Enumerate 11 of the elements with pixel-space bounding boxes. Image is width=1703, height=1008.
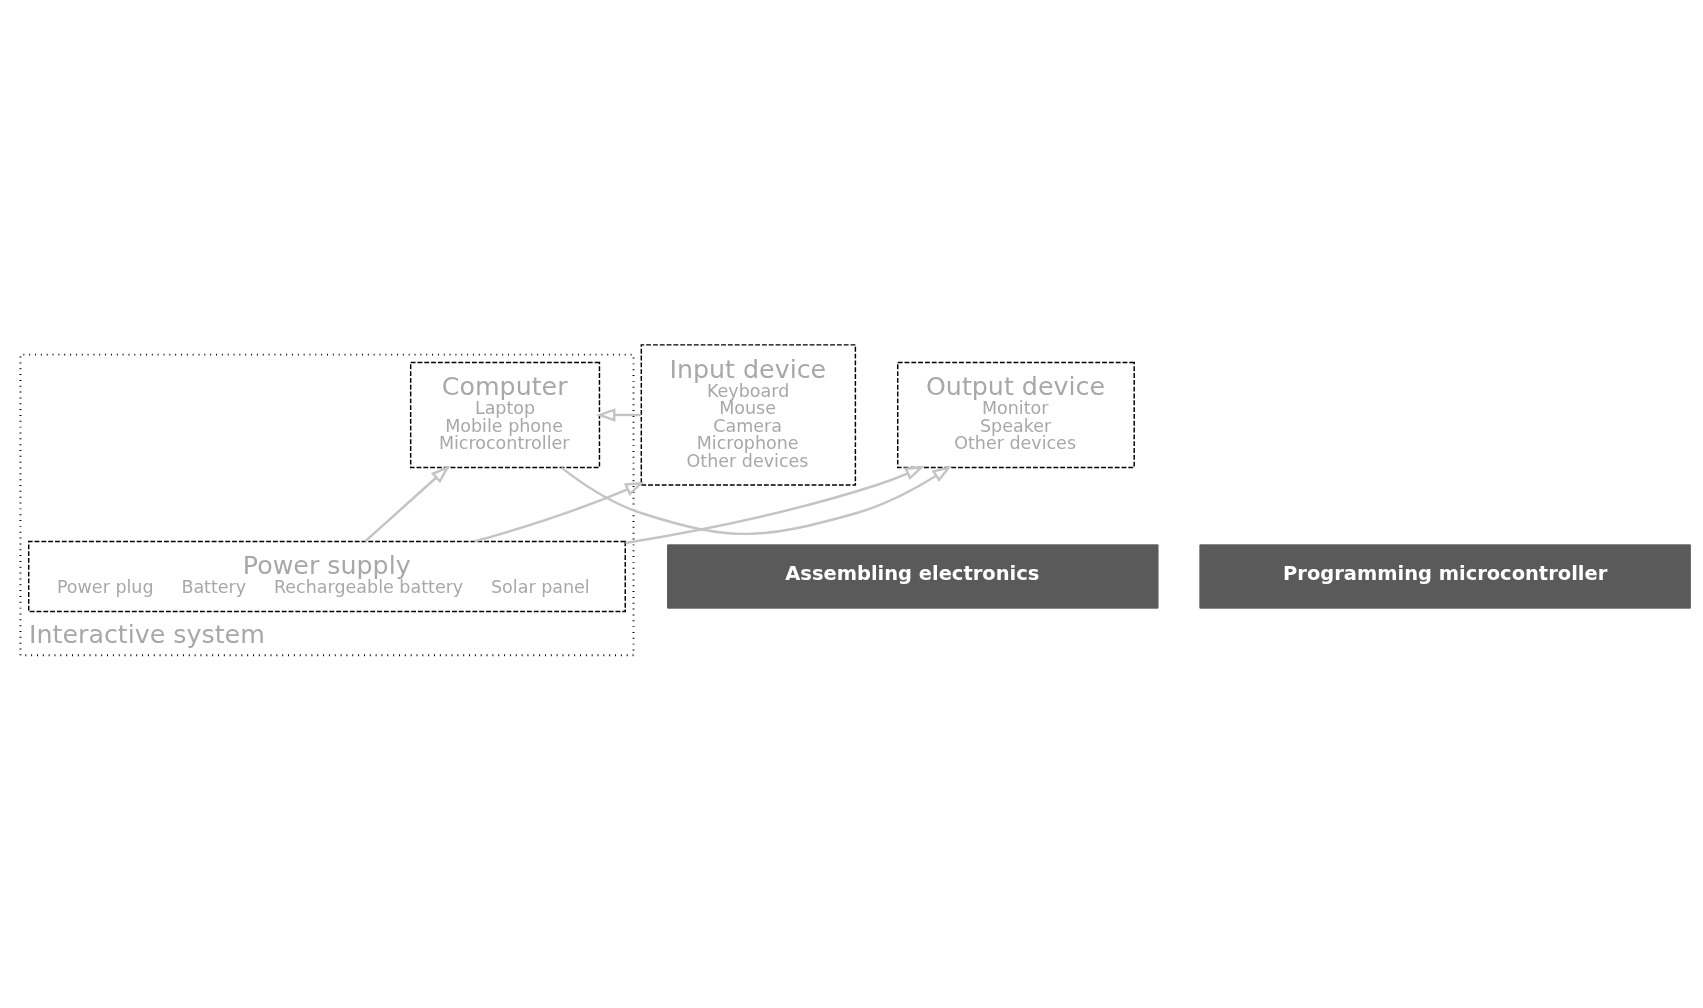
arrow xyxy=(364,465,450,543)
node-box: Assembling electronics xyxy=(667,544,1159,609)
arrow xyxy=(625,466,925,545)
arrow xyxy=(595,408,642,422)
node-box: Output device Monitor Speaker Other devices xyxy=(897,361,1135,469)
arrow xyxy=(474,481,645,543)
node-box: Input device Keyboard Mouse Camera Microphone Other devices xyxy=(640,344,857,486)
node-box: Programming microcontroller xyxy=(1199,544,1691,609)
arrow xyxy=(560,465,952,536)
node-box: Computer Laptop Mobile phone Microcontroller xyxy=(409,361,601,469)
node-box: Power supply Power plug Battery Rechargeable battery Solar panel xyxy=(28,540,626,613)
